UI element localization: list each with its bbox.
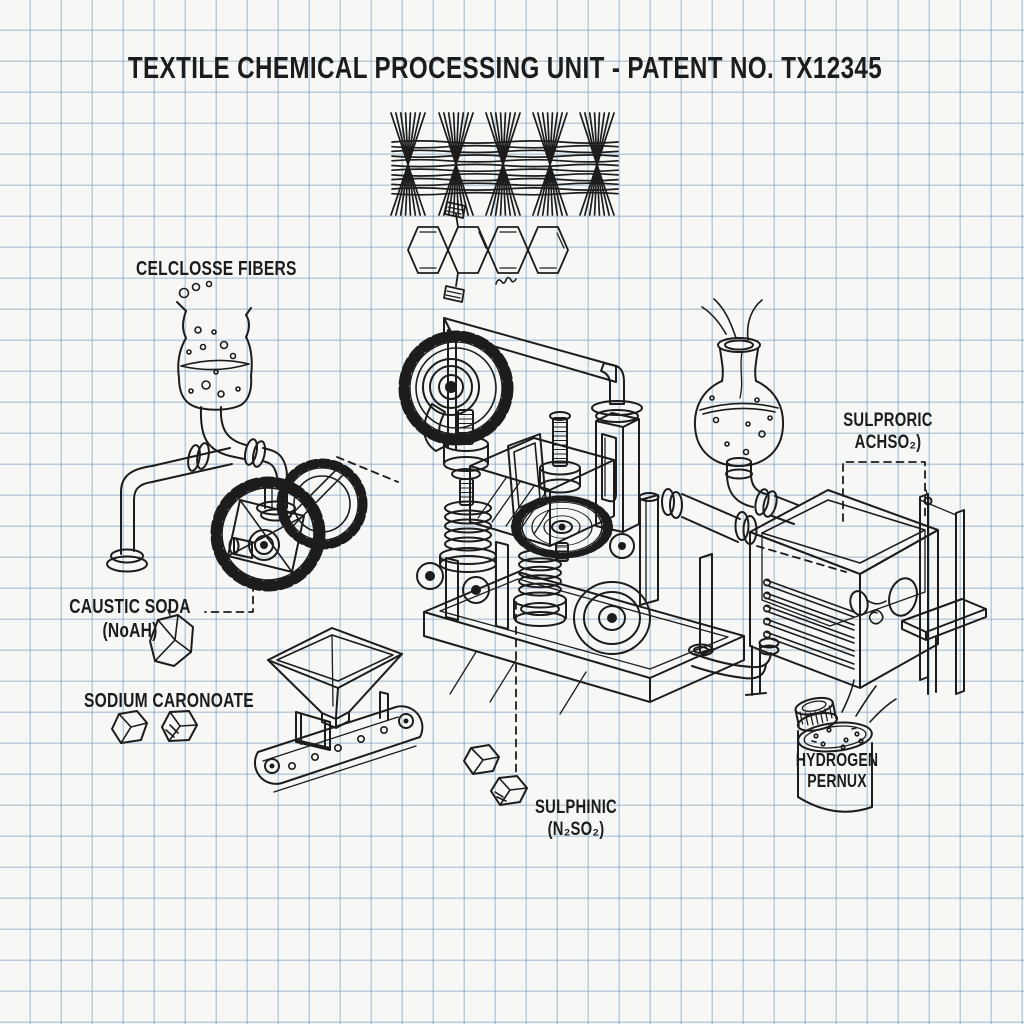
spiral-squiggle [868, 609, 884, 625]
cellulose-beaker [176, 280, 296, 522]
round-bottom-flask [693, 298, 799, 525]
hydrogen-peroxide-jar [794, 679, 897, 813]
bubbles [178, 280, 241, 398]
outlet-pipe-lower [688, 637, 780, 680]
label-caustic-soda-line2: (NoAH) [102, 619, 158, 642]
label-sulphinic-line1: SULPHINIC [535, 797, 617, 818]
splash-lines [841, 679, 897, 723]
callout-lines [204, 456, 926, 777]
pump-main-gear [210, 476, 326, 592]
coil-spring [518, 549, 562, 597]
sulphuric-callout-box [842, 461, 926, 522]
tank-side-frame [901, 489, 987, 695]
molecule-figure [407, 201, 569, 303]
diagram-title: TEXTILE CHEMICAL PROCESSING UNIT - PATEN… [127, 50, 883, 85]
molecule-scribble [495, 276, 517, 285]
caustic-soda-callout-line [204, 583, 254, 613]
pump-callout-line [336, 456, 399, 483]
jar-speckles [811, 727, 864, 750]
fabric-weave-figure [390, 112, 619, 216]
main-processing-machine [398, 317, 780, 715]
flask-bubbles [709, 395, 773, 456]
feed-hopper [267, 627, 403, 751]
label-sulphinic: SULPHINIC (N₂SO₂) [535, 797, 617, 842]
belt-rivets [287, 725, 388, 770]
label-hydrogen-peroxide: HYDROGEN PERNUX [796, 750, 878, 792]
tank-rollers [762, 578, 855, 670]
label-cellulose-fibers: CELCLOSSE FIBERS [136, 258, 297, 280]
coil-spring [444, 500, 492, 552]
conveyor-belt [253, 705, 424, 793]
label-sulphuric-line1: SULPRORIC [843, 410, 933, 431]
sodium-carbonate-crystals [111, 710, 198, 744]
label-hydrogen-line1: HYDROGEN [795, 750, 879, 770]
splash-lines [701, 298, 763, 341]
gear-pump [210, 458, 368, 592]
label-caustic-soda: CAUSTIC SODA (NoAH) [69, 596, 191, 643]
label-hydrogen-line2: PERNUX [807, 771, 867, 792]
outlet-pipe-upper [661, 488, 758, 545]
feed-pipe-left [106, 442, 233, 573]
label-sodium-carbonate: SODIUM CARONOATE [84, 690, 254, 712]
label-caustic-soda-line1: CAUSTIC SODA [69, 596, 191, 618]
acid-dip-tank [745, 489, 987, 696]
label-sulphuric-line2: ACHSO₂) [854, 432, 922, 454]
drive-gear [398, 330, 514, 452]
jar-cap [794, 696, 839, 732]
sulphinic-crystals [463, 744, 528, 806]
threaded-rod-center [552, 417, 568, 467]
caustic-soda-crystal [149, 609, 194, 667]
machine-base [416, 492, 745, 715]
label-sulphuric-acid: SULPRORIC ACHSO₂) [843, 410, 932, 455]
label-sulphinic-line2: (N₂SO₂) [547, 819, 605, 841]
